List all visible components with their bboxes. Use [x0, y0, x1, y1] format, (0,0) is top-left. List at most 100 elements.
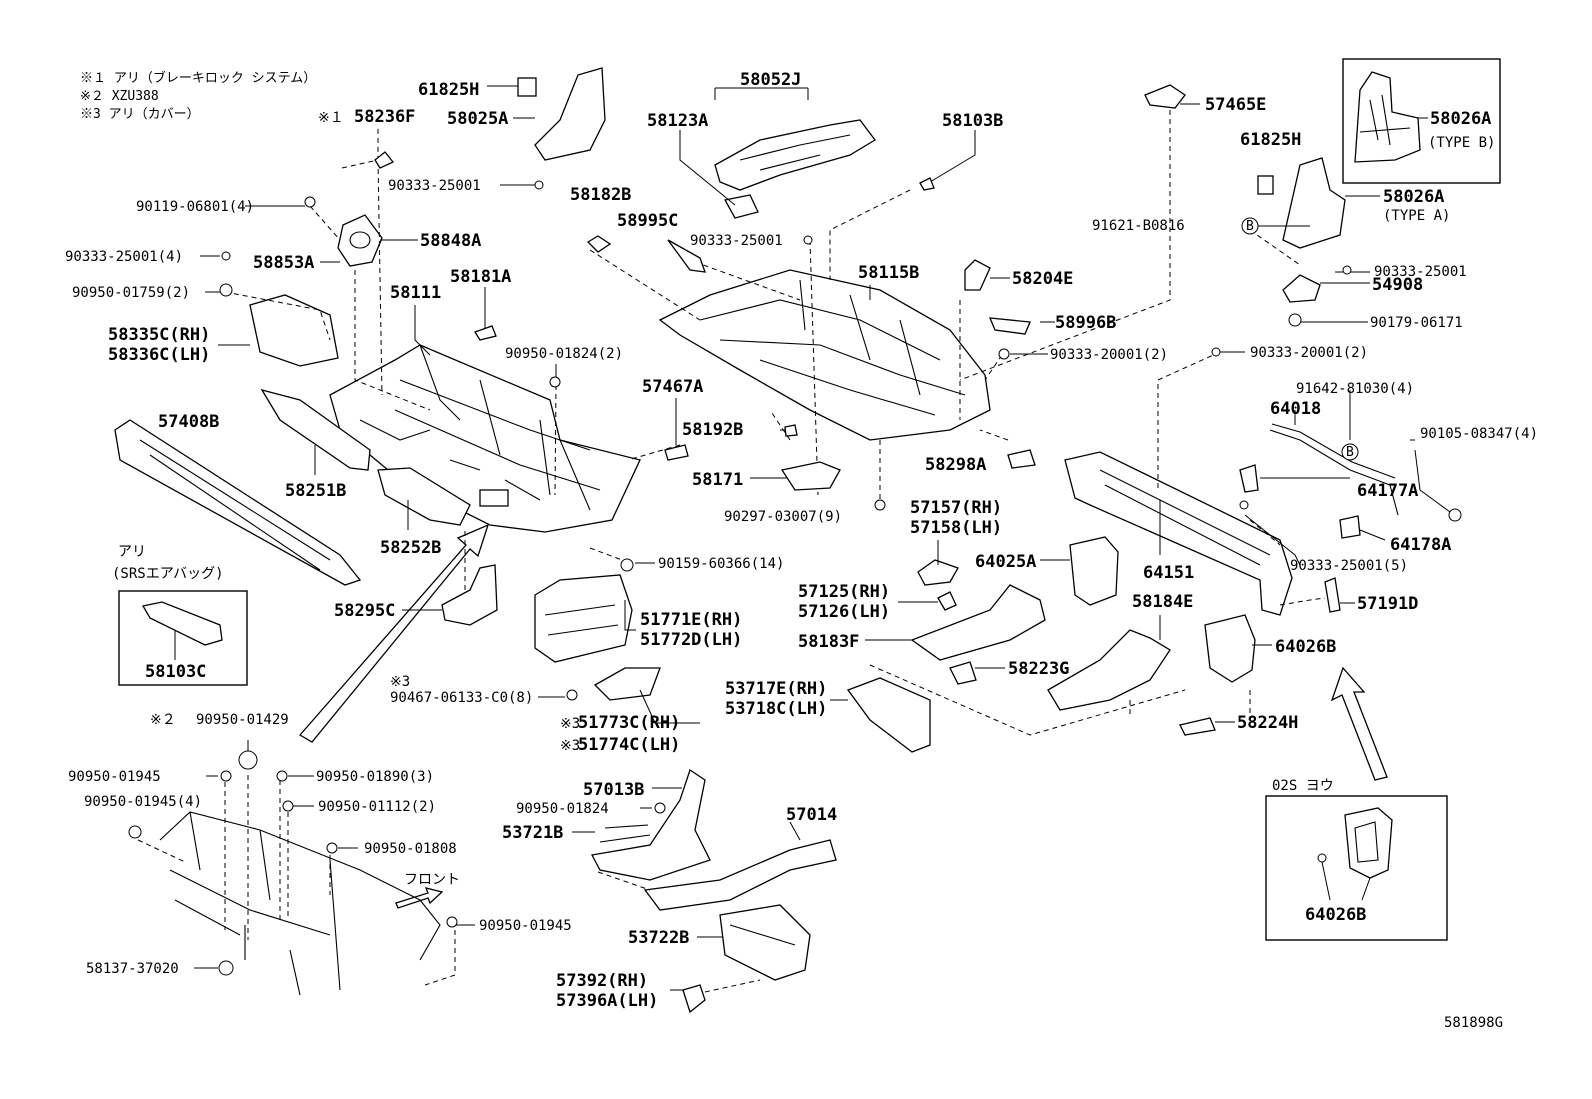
label-51773C: 51773C(RH)	[578, 713, 680, 733]
member-53717E	[846, 677, 931, 753]
label-57392: 57392(RH)	[556, 971, 648, 991]
label-57125: 57125(RH)	[798, 582, 890, 602]
label-61825H-b: 61825H	[1240, 130, 1301, 150]
label-58224H: 58224H	[1237, 713, 1298, 733]
label-58183F: 58183F	[798, 632, 859, 652]
label-90297-03007: 90297-03007(9)	[724, 509, 842, 525]
inset-type-b: 58026A (TYPE B)	[1342, 58, 1501, 184]
marker-note-2: ※２	[150, 712, 176, 728]
bracket-57125	[937, 591, 957, 611]
bracket-58848A	[337, 214, 383, 267]
label-57467A: 57467A	[642, 377, 703, 397]
front-arrow: フロント	[395, 872, 460, 909]
label-58171: 58171	[692, 470, 743, 490]
note-1: ※１ アリ（ブレーキロック システム）	[80, 70, 316, 86]
label-90333-25001-a: 90333-25001	[388, 178, 481, 194]
part-labels: 61825H 58025A 58236F 58052J 58123A 58103…	[65, 70, 1538, 1011]
bracket-57157	[917, 559, 959, 586]
bracket-64026B	[1204, 614, 1256, 683]
label-58335C: 58335C(RH)	[108, 325, 210, 345]
label-51771E: 51771E(RH)	[640, 610, 742, 630]
member-58251B	[260, 388, 371, 471]
airbag-title-2: (SRSエアバッグ)	[112, 566, 224, 582]
label-90950-01824-2: 90950-01824(2)	[505, 346, 623, 362]
member-58252B	[377, 467, 471, 526]
floor-pan-58111	[329, 344, 641, 533]
label-91642-81030: 91642-81030(4)	[1296, 381, 1414, 397]
bracket-58224H	[1179, 717, 1216, 736]
svg-text:B: B	[1246, 219, 1254, 234]
fasteners	[128, 84, 1462, 976]
label-64026B-inset: 64026B	[1305, 905, 1366, 925]
inset-airbag: アリ (SRSエアバッグ) 58103C	[112, 544, 248, 686]
label-53717E: 53717E(RH)	[725, 679, 827, 699]
label-57157: 57157(RH)	[910, 498, 1002, 518]
label-90333-25001-b: 90333-25001	[690, 233, 783, 249]
member-57408B	[114, 419, 362, 586]
label-57408B: 57408B	[158, 412, 219, 432]
cover-51773C	[593, 667, 661, 701]
label-64018: 64018	[1270, 399, 1321, 419]
label-90333-25001-c: 90333-25001	[1374, 264, 1467, 280]
label-90179-06171: 90179-06171	[1370, 315, 1463, 331]
label-57013B: 57013B	[583, 780, 644, 800]
label-90950-01759: 90950-01759(2)	[72, 285, 190, 301]
marker-note-3c: ※3	[560, 738, 580, 754]
inset-02s-title: 02S ヨウ	[1272, 778, 1334, 794]
member-58183F	[910, 584, 1046, 661]
label-58295C: 58295C	[334, 601, 395, 621]
label-54908: 54908	[1372, 275, 1423, 295]
label-91621-B0816: 91621-B0816	[1092, 218, 1185, 234]
dashed-lines	[137, 110, 1326, 993]
label-58192B: 58192B	[682, 420, 743, 440]
crossmember-64151	[1064, 451, 1293, 616]
label-type-a: (TYPE A)	[1383, 208, 1450, 224]
label-90333-20001-a: 90333-20001(2)	[1050, 347, 1168, 363]
label-64177A: 64177A	[1357, 481, 1418, 501]
airbag-title-1: アリ	[118, 544, 146, 560]
marker-note-1: ※１	[318, 110, 344, 126]
label-57465E: 57465E	[1205, 95, 1266, 115]
label-64026B: 64026B	[1275, 637, 1336, 657]
marker-note-3: ※3	[390, 674, 410, 690]
floor-pan-58115B	[658, 269, 991, 441]
label-90950-01945-4: 90950-01945(4)	[84, 794, 202, 810]
label-58236F: 58236F	[354, 107, 415, 127]
bracket-64018	[1269, 423, 1399, 516]
label-58026A-type-b: 58026A	[1430, 109, 1491, 129]
label-58298A: 58298A	[925, 455, 986, 475]
label-58052J: 58052J	[740, 70, 801, 90]
label-58223G: 58223G	[1008, 659, 1069, 679]
svg-text:B: B	[1346, 445, 1354, 460]
label-58115B: 58115B	[858, 263, 919, 283]
label-58848A: 58848A	[420, 231, 481, 251]
note-2: ※２ XZU388	[80, 89, 159, 104]
label-58103B: 58103B	[942, 111, 1003, 131]
label-53721B: 53721B	[502, 823, 563, 843]
label-90950-01808: 90950-01808	[364, 841, 457, 857]
frame-57014	[591, 768, 837, 1014]
label-90950-01945-b: 90950-01945	[479, 918, 572, 934]
label-64025A: 64025A	[975, 552, 1036, 572]
label-64151: 64151	[1143, 563, 1194, 583]
bracket-58295C	[441, 564, 498, 626]
label-58137-37020: 58137-37020	[86, 961, 179, 977]
label-90333-25001-4: 90333-25001(4)	[65, 249, 183, 265]
arrow-bottom-right	[1330, 666, 1388, 781]
label-57014: 57014	[786, 805, 837, 825]
diagram-id: 581898G	[1444, 1015, 1503, 1031]
label-58184E: 58184E	[1132, 592, 1193, 612]
body-floor	[159, 811, 441, 996]
label-58103C: 58103C	[145, 662, 206, 682]
label-58251B: 58251B	[285, 481, 346, 501]
bracket-58223G	[949, 661, 977, 685]
bracket-54908	[1282, 274, 1321, 303]
member-58184E	[1047, 629, 1171, 711]
part-58052J	[714, 119, 876, 219]
label-90105-08347: 90105-08347(4)	[1420, 426, 1538, 442]
label-58996B: 58996B	[1055, 313, 1116, 333]
bracket-58025A	[517, 67, 606, 161]
label-53722B: 53722B	[628, 928, 689, 948]
label-90950-01945-a: 90950-01945	[68, 769, 161, 785]
label-51774C: 51774C(LH)	[578, 735, 680, 755]
